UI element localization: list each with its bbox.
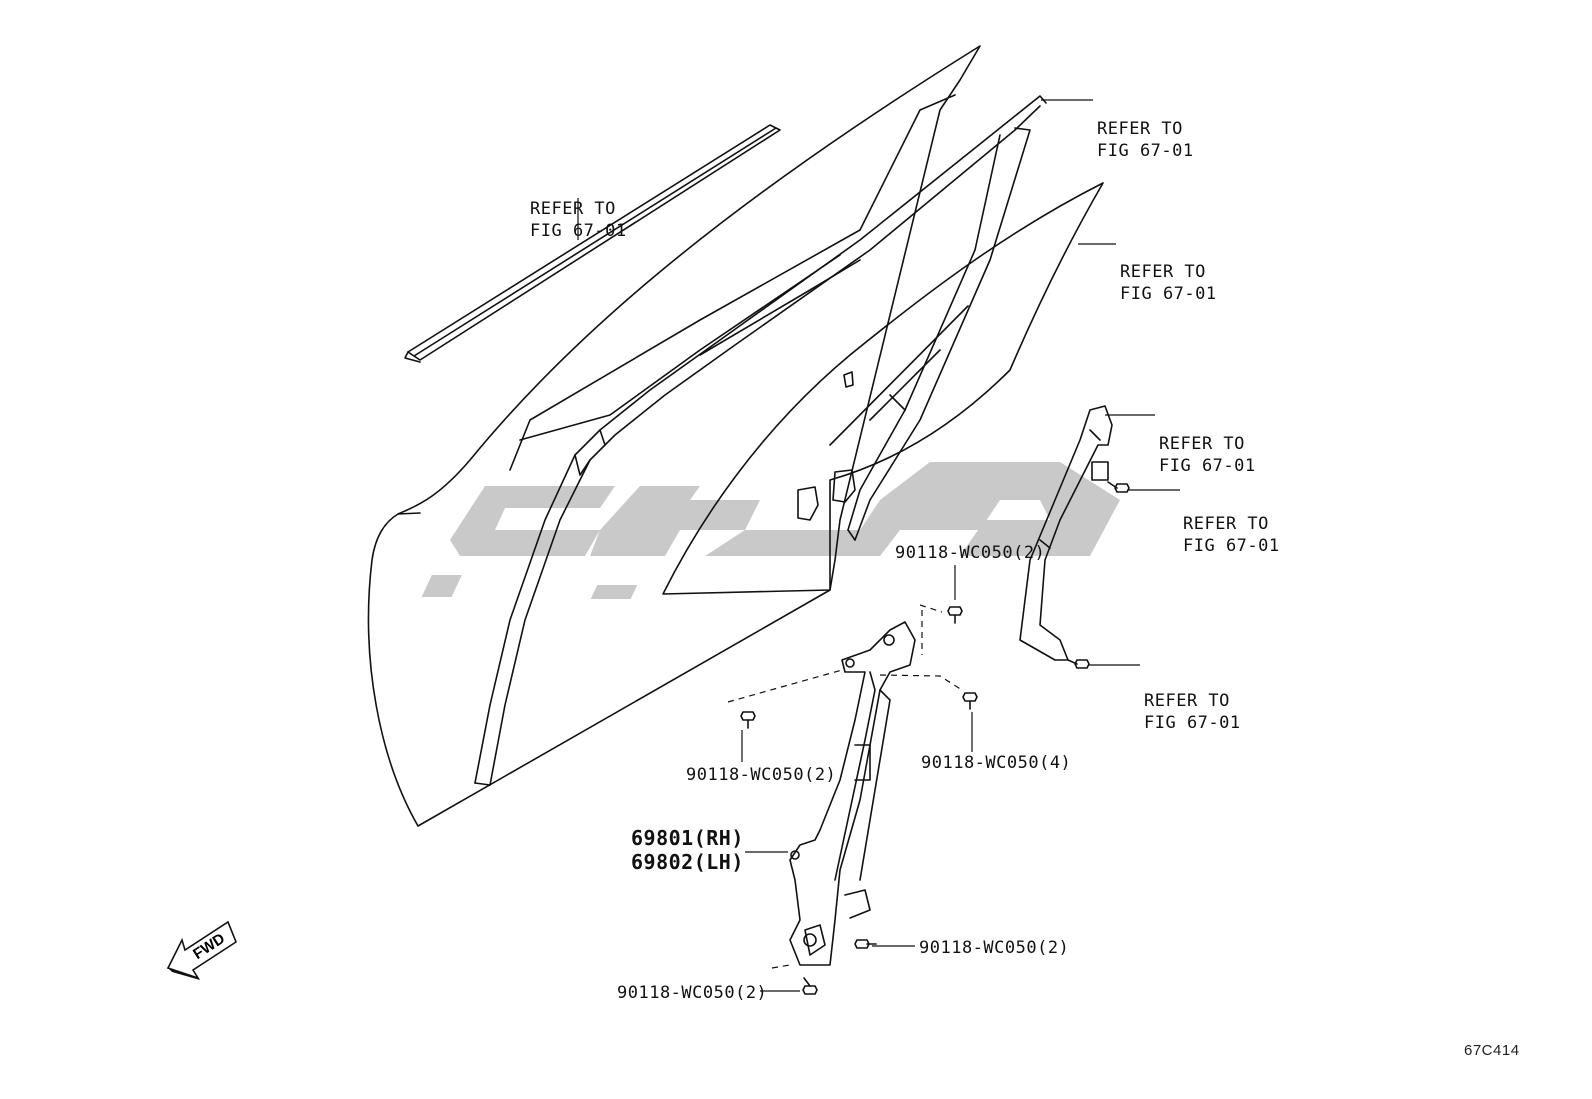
- watermark-logo: [421, 462, 1120, 599]
- fwd-arrow-icon: [166, 920, 237, 980]
- label-bolt-motor: 90118-WC050(2): [919, 938, 1070, 958]
- figure-code: 67C414: [1464, 1042, 1520, 1059]
- assembly-dashed-lines: [727, 604, 963, 969]
- label-bolt-left: 90118-WC050(2): [686, 765, 837, 785]
- label-bolt-bottom: 90118-WC050(2): [617, 983, 768, 1003]
- belt-moulding: [404, 124, 781, 363]
- label-bolt-top: 90118-WC050(2): [895, 543, 1046, 563]
- label-regulator-lh: 69802(LH): [631, 850, 744, 874]
- label-bolt-right: 90118-WC050(4): [921, 753, 1072, 773]
- front-sash-channel: [474, 95, 1047, 786]
- door-panel-outline: [367, 45, 981, 827]
- leader-lines: [577, 99, 1180, 992]
- window-regulator: [789, 621, 916, 966]
- glass-clips: [797, 371, 856, 521]
- label-regulator-rh: 69801(RH): [631, 826, 744, 850]
- rear-lower-channel: [1019, 405, 1113, 661]
- bolts: [740, 481, 1130, 995]
- door-glass: [662, 182, 1104, 595]
